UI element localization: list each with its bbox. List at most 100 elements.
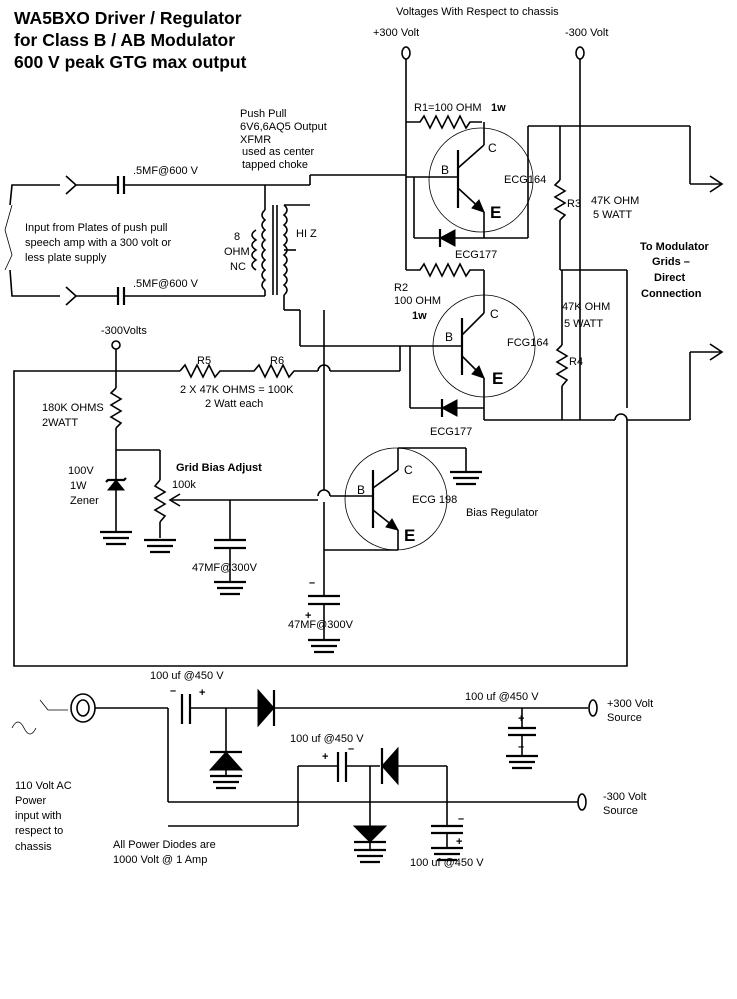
cap-in-1-label: .5MF@600 V	[133, 165, 199, 177]
ac-label-2: Power	[15, 795, 47, 807]
xfmr-label-3: XFMR	[240, 134, 271, 146]
q3-part-label: ECG 198	[412, 494, 457, 506]
r2-value: 100 OHM	[394, 295, 441, 307]
r56-label-2: 2 Watt each	[205, 398, 263, 410]
ps-cap1-minus: –	[170, 685, 176, 697]
transformer	[251, 185, 310, 311]
r6-label: R6	[270, 355, 284, 367]
to-mod-4: Connection	[641, 288, 702, 300]
ps-cap3-minus: –	[348, 743, 354, 755]
r180k-label-2: 2WATT	[42, 417, 78, 429]
grid-bias-label: Grid Bias Adjust	[176, 462, 262, 474]
r3-value: 47K OHM	[591, 195, 639, 207]
ps-cap2	[506, 708, 538, 770]
plus300-source-terminal	[588, 699, 598, 717]
minus300-src-1: -300 Volt	[603, 791, 646, 803]
input-label-2: speech amp with a 300 volt or	[25, 237, 171, 249]
to-mod-3: Direct	[654, 272, 686, 284]
r56-label-1: 2 X 47K OHMS = 100K	[180, 384, 294, 396]
cap-47mf-2	[308, 570, 340, 654]
q1-base-pin: B	[441, 163, 449, 177]
plus300-src-1: +300 Volt	[607, 698, 653, 710]
xfmr-label-5: tapped choke	[242, 159, 308, 171]
hiz-label: HI Z	[296, 228, 317, 240]
ps-cap2-minus: –	[518, 741, 524, 753]
minus300-terminal	[575, 46, 585, 124]
cap-47mf-2-label: 47MF@300V	[288, 619, 354, 631]
minus300-label: -300 Volt	[565, 27, 608, 39]
q2-collector-pin: C	[490, 307, 499, 321]
ps-cap4-plus: +	[456, 836, 462, 848]
to-mod-1: To Modulator	[640, 241, 710, 253]
r4-resistor	[555, 270, 569, 420]
ps-cap1	[180, 694, 258, 724]
q1-emitter-pin: E	[490, 203, 501, 222]
q2-part-label: FCG164	[507, 337, 549, 349]
q3-emitter-pin: E	[404, 526, 415, 545]
ps-cap1-plus: +	[199, 687, 205, 699]
cap-47mf-1-label: 47MF@300V	[192, 562, 258, 574]
r3-label: R3	[567, 198, 581, 210]
ps-cap4	[431, 802, 463, 862]
plus300-label: +300 Volt	[373, 27, 419, 39]
r1-label: R1=100 OHM	[414, 102, 482, 114]
q3-ground	[450, 470, 482, 486]
minus300v-label: -300Volts	[101, 325, 147, 337]
ps-cap3	[297, 752, 380, 826]
q3-collector-pin: C	[404, 463, 413, 477]
title-line-3: 600 V peak GTG max output	[14, 52, 247, 72]
ac-input	[11, 693, 168, 735]
cap-47mf-1	[214, 500, 246, 596]
d1-part-label: ECG177	[455, 249, 497, 261]
r1-resistor	[405, 114, 482, 270]
pot-value: 100k	[172, 479, 196, 491]
ps-cap4-minus: –	[458, 813, 464, 825]
to-mod-2: Grids –	[652, 256, 690, 268]
ps-diode1	[257, 688, 588, 728]
q1-part-label: ECG164	[504, 174, 546, 186]
ac-label-4: respect to	[15, 825, 63, 837]
input-connector-1	[9, 175, 310, 206]
r4-value: 47K OHM	[562, 301, 610, 313]
r4-watt: 5 WATT	[564, 318, 603, 330]
r1-watt: 1w	[491, 102, 506, 114]
pot-ground	[144, 538, 176, 554]
ps-diode2	[208, 708, 244, 790]
q1-transistor: B C E	[406, 122, 534, 233]
ps-cap3-plus: +	[322, 751, 328, 763]
input-label-1: Input from Plates of push pull	[25, 222, 167, 234]
cap-in-2-label: .5MF@600 V	[133, 278, 199, 290]
xfmr-label-2: 6V6,6AQ5 Output	[240, 121, 327, 133]
zener-diode	[105, 450, 127, 520]
r180k-resistor	[109, 387, 123, 450]
minus300-src-2: Source	[603, 805, 638, 817]
plus300-terminal	[401, 46, 411, 122]
r2-resistor	[406, 262, 484, 278]
zener-ground	[100, 520, 132, 546]
r180k-label-1: 180K OHMS	[42, 402, 104, 414]
ac-label-1: 110 Volt AC	[15, 780, 72, 792]
ac-label-5: chassis	[15, 841, 52, 853]
ps-cap3-label: 100 uf @450 V	[290, 733, 364, 745]
bias-pot	[153, 479, 318, 538]
r2-watt: 1w	[412, 310, 427, 322]
ac-label-3: input with	[15, 810, 61, 822]
zener-label-3: Zener	[70, 495, 99, 507]
d1-diode	[413, 177, 528, 247]
input-connector-2	[9, 269, 265, 306]
voltages-header: Voltages With Respect to chassis	[396, 6, 559, 18]
input-label-3: less plate supply	[25, 252, 107, 264]
ps-diode4	[352, 766, 388, 864]
r5-label: R5	[197, 355, 211, 367]
q3-base-pin: B	[357, 483, 365, 497]
plus300-src-2: Source	[607, 712, 642, 724]
diodes-note-2: 1000 Volt @ 1 Amp	[113, 854, 207, 866]
ohm8-c: NC	[230, 261, 246, 273]
q3-transistor: B C E	[324, 447, 467, 551]
d2-part-label: ECG177	[430, 426, 472, 438]
cap-47mf-2-minus: –	[309, 577, 315, 589]
ohm8-a: 8	[234, 231, 240, 243]
ohm8-b: OHM	[224, 246, 250, 258]
r2-label: R2	[394, 282, 408, 294]
